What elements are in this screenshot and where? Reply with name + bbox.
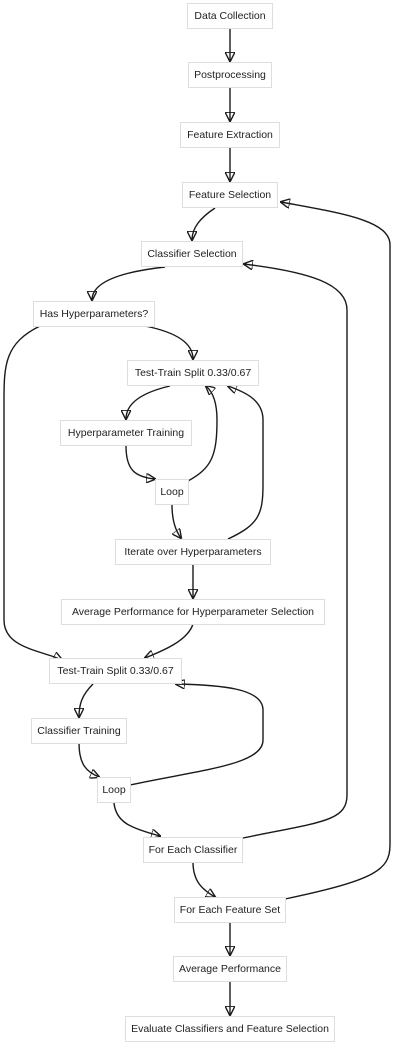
node-classifier-selection: Classifier Selection [141,241,243,267]
node-iterate-hyperparameters: Iterate over Hyperparameters [115,539,271,565]
node-test-train-split-hp: Test-Train Split 0.33/0.67 [127,360,259,386]
node-average-performance: Average Performance [173,956,287,982]
edge-test-train-split-hp-to-hyperparameter-training [126,385,171,419]
node-label: Data Collection [194,10,266,22]
node-loop-hp: Loop [155,479,189,505]
node-label: Average Performance for Hyperparameter S… [71,606,314,618]
edge-classifier-selection-to-has-hyperparameters [92,266,166,300]
node-label: Has Hyperparameters? [39,308,149,320]
node-label: For Each Feature Set [179,904,281,916]
edge-loop-hp-to-iterate-hyperparameters [171,504,181,538]
node-label: For Each Classifier [148,844,238,856]
node-hyperparameter-training: Hyperparameter Training [60,420,192,446]
edge-iterate-hyperparameters-to-test-train-split-hp [228,386,264,540]
node-label: Test-Train Split 0.33/0.67 [57,665,174,677]
edge-loop-clf-to-for-each-classifier [113,802,160,836]
node-label: Evaluate Classifiers and Feature Selecti… [131,1023,329,1035]
node-label: Loop [102,784,126,796]
node-loop-clf: Loop [97,777,131,803]
node-test-train-split-clf: Test-Train Split 0.33/0.67 [49,658,182,684]
node-data-collection: Data Collection [187,3,273,29]
node-label: Test-Train Split 0.33/0.67 [134,367,252,379]
edge-has-hyperparameters-to-test-train-split-clf [3,325,62,660]
edge-for-each-classifier-to-for-each-feature-set [192,861,215,897]
edge-hyperparameter-training-to-loop-hp [125,445,155,479]
edge-for-each-feature-set-to-feature-selection [281,202,391,900]
node-label: Iterate over Hyperparameters [124,546,262,558]
edge-loop-clf-to-test-train-split-clf [129,684,264,786]
node-label: Average Performance [179,963,281,975]
node-average-performance-hp: Average Performance for Hyperparameter S… [61,599,325,625]
edge-loop-hp-to-test-train-split-hp [187,386,218,482]
node-label: Classifier Training [37,725,121,737]
node-for-each-classifier: For Each Classifier [143,837,243,863]
node-label: Classifier Selection [147,248,237,260]
edge-for-each-classifier-to-classifier-selection [237,264,348,840]
node-label: Loop [160,486,184,498]
edge-classifier-training-to-loop-clf [78,742,99,777]
edge-feature-selection-to-classifier-selection [192,207,216,240]
node-label: Feature Selection [188,189,272,201]
node-label: Hyperparameter Training [67,427,185,439]
node-for-each-feature-set: For Each Feature Set [174,897,286,923]
node-label: Postprocessing [194,69,266,81]
edge-average-performance-hp-to-test-train-split-clf [145,623,194,658]
node-feature-selection: Feature Selection [182,182,278,208]
node-postprocessing: Postprocessing [188,62,272,88]
node-has-hyperparameters: Has Hyperparameters? [33,301,155,327]
node-feature-extraction: Feature Extraction [180,122,280,148]
edge-test-train-split-clf-to-classifier-training [79,683,94,717]
node-label: Feature Extraction [187,129,273,141]
node-evaluate: Evaluate Classifiers and Feature Selecti… [125,1016,335,1042]
edge-has-hyperparameters-to-test-train-split-hp [144,325,193,359]
node-classifier-training: Classifier Training [31,718,127,744]
